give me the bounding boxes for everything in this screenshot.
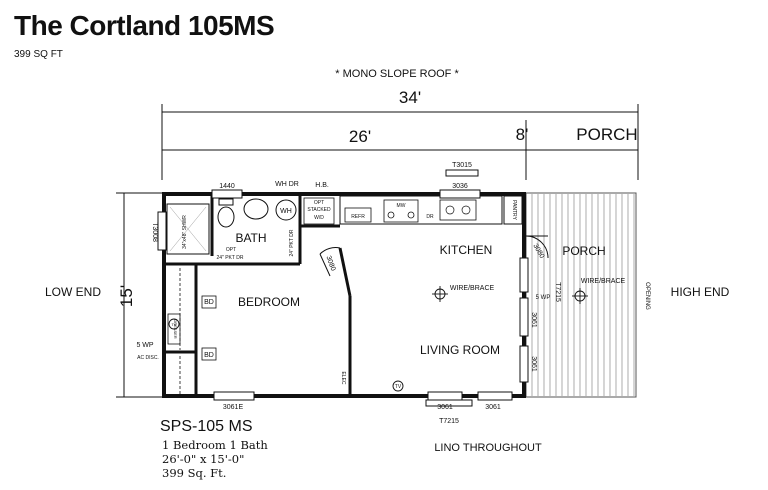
bd-2: [201, 347, 217, 361]
kitchen-counter: [339, 195, 523, 225]
tag-ac-disc: AC DISC.: [137, 355, 159, 361]
tag-bd-1: BD: [204, 299, 214, 306]
tag-1440: 1440: [219, 183, 235, 190]
tag-bd-2: BD: [204, 352, 214, 359]
tag-3061-r2: 3061: [530, 356, 537, 372]
tag-tv-2: TV: [171, 322, 176, 327]
room-living: LIVING ROOM: [420, 343, 500, 357]
water-heater: [275, 199, 297, 221]
tag-pkt-dr-v: 24" PKT DR: [289, 229, 295, 256]
interior-walls: [164, 196, 352, 396]
tag-wire-porch: WIRE/BRACE: [581, 278, 626, 285]
tag-mw: MW: [397, 203, 406, 209]
room-labels: BATH BEDROOM KITCHEN LIVING ROOM PORCH: [235, 231, 605, 357]
tag-t3008: T3008: [151, 222, 158, 242]
tag-wd: W/D: [314, 215, 324, 221]
note-size: 26'-0" x 15'-0": [162, 452, 245, 466]
tag-refr: REFR: [351, 214, 365, 220]
room-bath: BATH: [235, 231, 266, 245]
dresser: [167, 313, 181, 345]
tag-t7215-v: T7215: [554, 282, 561, 302]
refrigerator: [344, 207, 372, 223]
tag-dresser: DRESSER: [173, 319, 178, 338]
dim-porch-depth: 8': [516, 125, 529, 144]
tag-opt-stacked: OPT: [314, 200, 324, 206]
plan-title: The Cortland 105MS: [14, 10, 275, 41]
door-swings: [319, 235, 549, 277]
tag-t7215: T7215: [439, 418, 459, 425]
tag-3080: 3080: [324, 255, 336, 272]
tag-opening: OPENING: [644, 282, 650, 310]
bedroom-storage: [167, 268, 217, 394]
toilet: [217, 206, 235, 228]
tag-5wp-porch: 5 WP: [536, 295, 551, 301]
tag-hb: H.B.: [315, 182, 329, 189]
kitchen-sink: [439, 199, 477, 221]
tag-3036: 3036: [452, 183, 468, 190]
tag-shower: 34"x48" SHWR: [182, 215, 188, 249]
bath-fixtures: [166, 197, 335, 255]
high-end-label: HIGH END: [671, 285, 730, 299]
note-sqft: 399 Sq. Ft.: [162, 466, 227, 480]
dim-porch-label: PORCH: [576, 125, 637, 144]
tag-5wp: 5 WP: [136, 342, 153, 349]
pantry: [503, 195, 523, 225]
tag-tv-1: TV: [395, 384, 402, 390]
room-porch: PORCH: [562, 244, 605, 258]
washer-dryer: [303, 197, 335, 225]
exterior-walls: [162, 192, 526, 398]
tag-wh-dr: WH DR: [275, 181, 299, 188]
windows: [157, 169, 529, 407]
room-kitchen: KITCHEN: [440, 243, 493, 257]
bath-sink: [243, 198, 269, 220]
tag-3061-a: 3061: [437, 404, 453, 411]
dim-main: 26': [349, 127, 371, 146]
tag-wh: WH: [280, 208, 292, 215]
range: [383, 199, 419, 223]
bd-1: [201, 295, 217, 309]
tag-3061-b: 3061: [485, 404, 501, 411]
dim-overall: 34': [399, 88, 421, 107]
tag-elec: ELEC: [340, 371, 346, 384]
tag-pantry: PANTRY: [511, 200, 517, 220]
model-number: SPS-105 MS: [160, 418, 252, 435]
tag-t3015: T3015: [452, 162, 472, 169]
tag-wire-kitchen: WIRE/BRACE: [450, 285, 495, 292]
tag-stacked: STACKED: [307, 207, 331, 213]
lino-note: LINO THROUGHOUT: [434, 442, 542, 454]
tag-3061e: 3061E: [223, 404, 244, 411]
low-end-label: LOW END: [45, 285, 101, 299]
tag-dr: DR: [426, 214, 434, 220]
roof-note: * MONO SLOPE ROOF *: [335, 68, 459, 80]
plan-area: 399 SQ FT: [14, 49, 63, 60]
tag-3061-r1: 3061: [530, 312, 537, 328]
dim-width: 15': [117, 285, 136, 307]
tag-opt-pkt: OPT: [226, 247, 236, 253]
light-fixtures: [168, 286, 588, 392]
tag-pkt-dr: 24" PKT DR: [217, 255, 244, 261]
room-bedroom: BEDROOM: [238, 295, 300, 309]
plan-notes: 1 Bedroom 1 Bath 26'-0" x 15'-0" 399 Sq.…: [162, 438, 268, 480]
note-beds: 1 Bedroom 1 Bath: [162, 438, 268, 452]
